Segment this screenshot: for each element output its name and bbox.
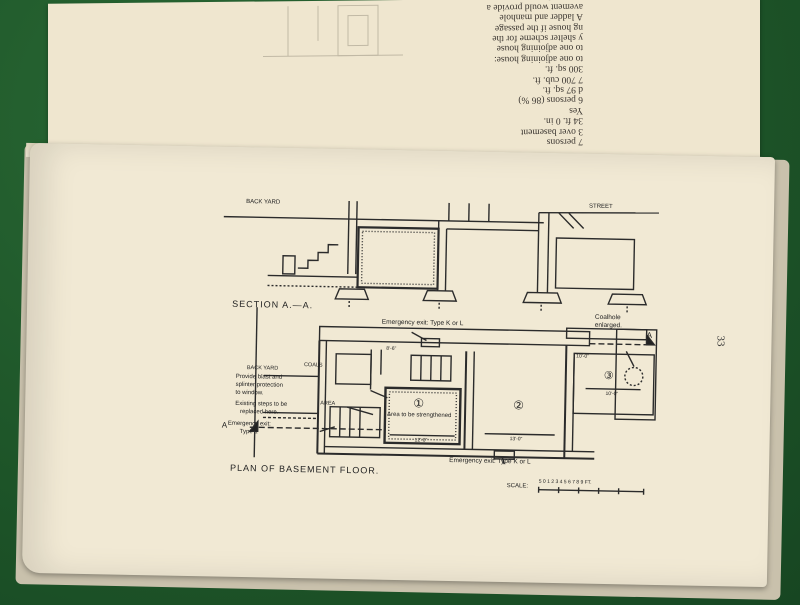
plan-drawing — [248, 307, 658, 465]
plan-back-yard-label: BACK YARD — [246, 365, 279, 372]
section-title: SECTION A.—A. — [232, 298, 314, 311]
architectural-drawing — [223, 201, 659, 495]
page-number: 33 — [714, 335, 727, 347]
section-marker-left: A — [221, 420, 228, 430]
dim-v2: 10'-0" — [576, 353, 590, 360]
coals-label: COALS — [303, 362, 323, 369]
faint-show-through-drawing — [263, 4, 403, 57]
dim-room-1: 12'-0" — [414, 437, 428, 444]
section-street-label: STREET — [589, 203, 613, 211]
emergency-type1-label-1: Emergency exit: — [227, 420, 271, 428]
provide-blast-label-3: to window. — [235, 389, 264, 397]
scale-label: SCALE: — [506, 483, 529, 490]
scale-ticks: 5 0 1 2 3 4 5 6 7 8 9 FT. — [538, 478, 592, 486]
section-back-yard-label: BACK YARD — [246, 199, 281, 206]
section-marker-right: A — [646, 330, 653, 340]
room-1-marker: ① — [413, 396, 425, 411]
coalhole-label-2: enlarged. — [594, 321, 622, 330]
room-2-marker: ② — [513, 398, 525, 413]
coalhole-label-1: Coalhole — [594, 313, 621, 322]
provide-blast-label-2: splinter protection — [235, 381, 283, 389]
scale-bar — [537, 486, 645, 495]
lower-page: BACK YARD STREET SECTION A.—A. Emergency… — [21, 142, 776, 588]
section-drawing — [223, 201, 659, 315]
dim-room-3: 10'-0" — [605, 390, 619, 398]
room-1-note: Area to be strengthened — [386, 411, 452, 420]
dim-room-2: 13'-0" — [509, 436, 523, 443]
existing-steps-label-1: Existing steps to be — [235, 400, 288, 408]
provide-blast-label-1: Provide blast and — [235, 373, 283, 381]
emergency-type1-label-2: Type 1 — [239, 428, 258, 436]
existing-steps-label-2: replaced here. — [240, 408, 279, 416]
area-label: AREA — [320, 400, 336, 407]
dim-v1: 8'-6" — [386, 345, 397, 352]
room-3-marker: ③ — [603, 369, 614, 383]
